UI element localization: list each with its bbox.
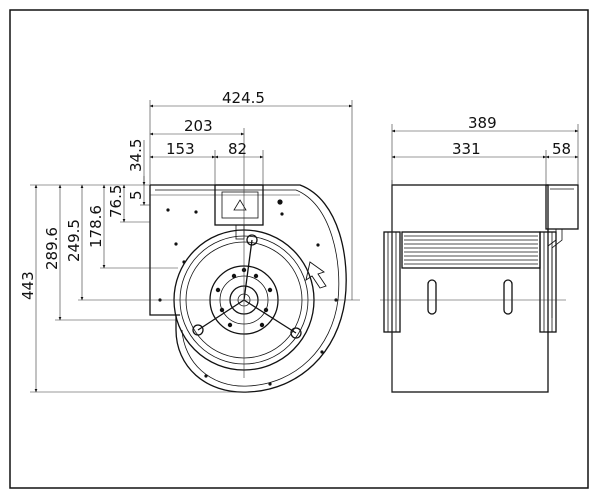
dim-height-6: 34.5 xyxy=(127,139,145,172)
scroll-housing xyxy=(149,184,347,393)
mount-arm-3 xyxy=(243,299,297,334)
dim-box-depth: 58 xyxy=(552,140,571,158)
dim-height-2: 289.6 xyxy=(43,227,61,270)
drawing-border xyxy=(9,9,589,489)
dim-outlet-left: 153 xyxy=(166,140,195,158)
rotation-arrow-icon xyxy=(305,261,327,289)
warning-triangle-icon xyxy=(233,199,247,211)
mount-bolt-1 xyxy=(246,234,258,246)
side-terminal-box xyxy=(545,184,579,230)
dim-height-5: 76.5 xyxy=(107,185,125,218)
front-view-dimensions: 424.5 203 153 82 443 289.6 249.5 178.6 xyxy=(19,89,353,393)
dim-height-7: 5 xyxy=(127,190,145,200)
terminal-box-inner xyxy=(221,191,259,219)
cable-gland xyxy=(235,224,245,240)
housing-rivets xyxy=(158,199,338,386)
side-housing xyxy=(391,184,549,393)
mount-bolt-2 xyxy=(192,324,204,336)
dim-height-total: 443 xyxy=(19,271,37,300)
side-inlet-right xyxy=(539,231,557,333)
dim-height-4: 178.6 xyxy=(87,205,105,248)
dim-outlet-width: 82 xyxy=(228,140,247,158)
flange-bolts xyxy=(215,267,273,328)
motor-slot-right xyxy=(503,279,513,315)
dim-housing-depth: 331 xyxy=(452,140,481,158)
housing-inner-line xyxy=(155,189,340,387)
dim-outlet-offset: 203 xyxy=(184,117,213,135)
impeller-frame xyxy=(401,231,541,269)
side-view-dimensions: 389 331 58 xyxy=(391,114,579,185)
front-view xyxy=(100,184,360,393)
dim-depth-total: 389 xyxy=(468,114,497,132)
side-view xyxy=(380,180,579,393)
side-cable xyxy=(547,229,557,318)
mount-bolt-3 xyxy=(290,327,302,339)
dim-height-3: 249.5 xyxy=(65,219,83,262)
mount-arm-2 xyxy=(197,299,245,331)
mount-arm-1 xyxy=(243,239,253,301)
dim-width-total: 424.5 xyxy=(222,89,265,107)
impeller-blades xyxy=(404,235,538,265)
motor-slot-left xyxy=(427,279,437,315)
